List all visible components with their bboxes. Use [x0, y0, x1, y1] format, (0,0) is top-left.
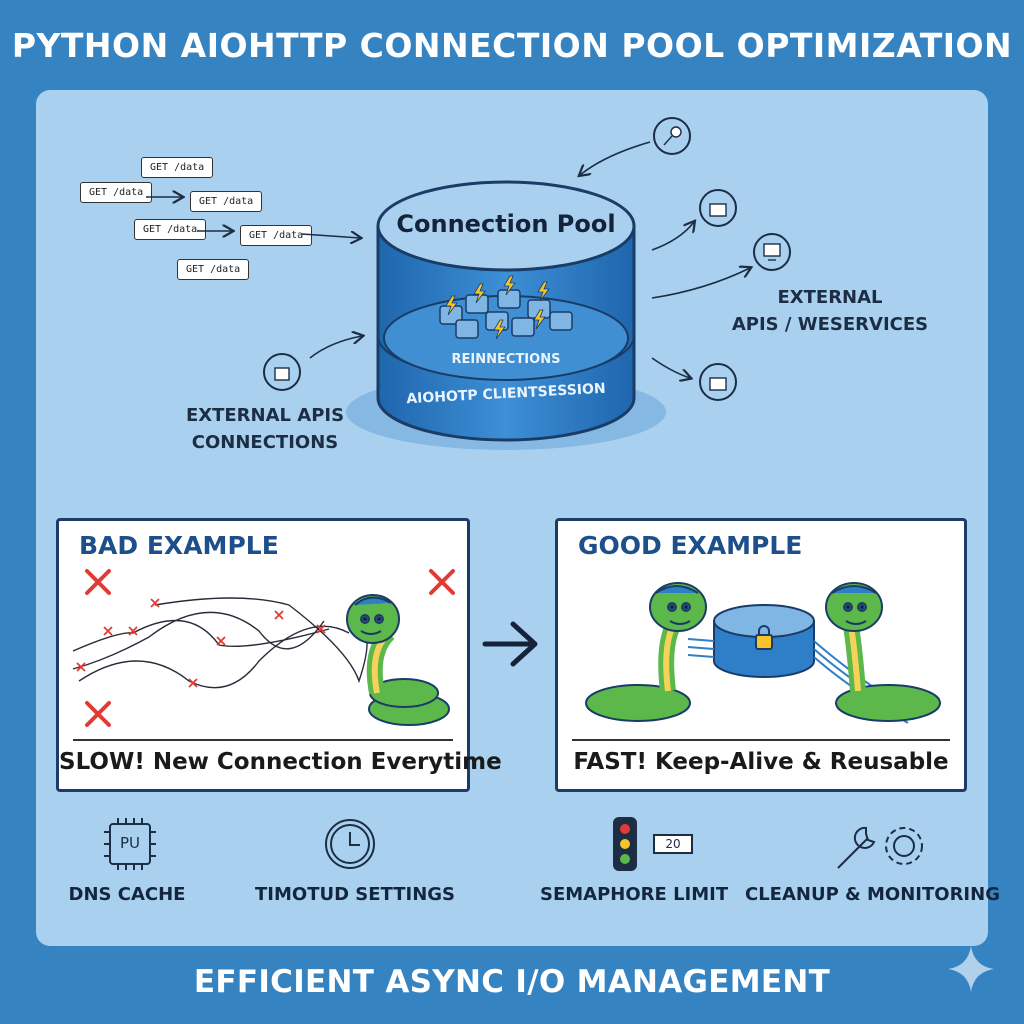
- request-chip: GET /data: [177, 259, 250, 280]
- traffic-light-icon: [613, 817, 637, 871]
- snake-icon: [585, 582, 707, 722]
- good-example-card: GOOD EXAMPLE: [555, 518, 967, 792]
- tool-icons: [104, 817, 923, 871]
- pool-inner-label: REINNECTIONS: [451, 352, 561, 367]
- page-title: PYTHON AIOHTTP CONNECTION POOL OPTIMIZAT…: [11, 26, 1013, 65]
- request-chip: GET /data: [80, 182, 153, 203]
- card-divider: [572, 739, 950, 741]
- semaphore-counter: 20: [653, 834, 693, 854]
- footer-title: EFFICIENT ASYNC I/O MANAGEMENT: [193, 964, 831, 1000]
- request-chip: GET /data: [141, 157, 214, 178]
- request-chip: GET /data: [190, 191, 263, 212]
- tool-label-semaphore-limit: SEMAPHORE LIMIT: [540, 884, 729, 905]
- keepalive-pool-icon: [713, 604, 815, 678]
- right-label: EXTERNAL APIS / WESERVICES: [720, 284, 940, 338]
- snake-icon: [346, 594, 450, 726]
- tool-label-timeout-settings: TIMOTUD SETTINGS: [255, 884, 456, 905]
- cpu-icon: [104, 818, 156, 870]
- right-label-line: APIS / WESERVICES: [731, 314, 929, 335]
- request-chip: GET /data: [240, 225, 313, 246]
- snake-icon: [825, 582, 941, 722]
- good-example-caption: FAST! Keep-Alive & Reusable: [573, 749, 949, 775]
- cpu-icon-label: PU: [119, 834, 141, 852]
- right-label-line: EXTERNAL: [777, 287, 883, 308]
- good-example-title: GOOD EXAMPLE: [578, 531, 803, 560]
- left-label-line: EXTERNAL APIS: [185, 405, 345, 426]
- right-arrow-icon: [482, 621, 538, 667]
- bad-example-card: BAD EXAMPLE: [56, 518, 502, 792]
- bad-example-title: BAD EXAMPLE: [79, 531, 279, 560]
- request-arrows: [146, 141, 750, 378]
- clock-icon: [325, 819, 375, 869]
- request-chip: GET /data: [134, 219, 207, 240]
- wrench-gear-icon: [837, 826, 923, 869]
- left-label-line: CONNECTIONS: [191, 432, 339, 453]
- tool-label-cleanup-monitoring: CLEANUP & MONITORING: [745, 884, 1000, 905]
- bad-example-caption: SLOW! New Connection Everytime: [59, 749, 502, 775]
- bad-connection-lines: [72, 569, 455, 727]
- connection-blocks: [439, 275, 573, 340]
- tool-label-dns-cache: DNS CACHE: [68, 884, 186, 905]
- sparkle-icon: [948, 946, 994, 992]
- card-divider: [73, 739, 453, 741]
- good-connection-illustration: [585, 582, 941, 724]
- left-label: EXTERNAL APIS CONNECTIONS: [180, 402, 350, 456]
- pool-title: Connection Pool: [396, 210, 616, 238]
